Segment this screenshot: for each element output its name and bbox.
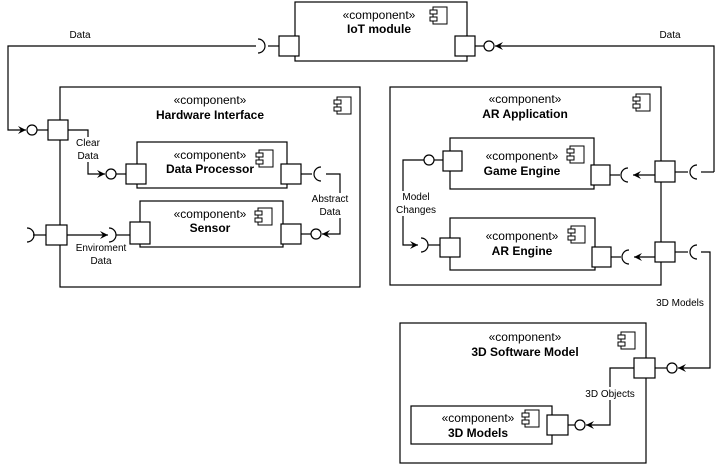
connector-label: Data [659, 30, 681, 41]
component-game-engine[interactable]: «component» Game Engine [442, 137, 655, 190]
port-bottom-left[interactable] [45, 224, 68, 246]
port-right[interactable] [591, 246, 612, 268]
stereotype-label: «component» [343, 8, 416, 22]
provided-interface-lollipop [26, 124, 38, 136]
port-left[interactable] [129, 221, 151, 245]
component-name: Data Processor [166, 162, 254, 176]
stereotype-label: «component» [486, 229, 559, 243]
stereotype-label: «component» [174, 93, 247, 107]
port-right[interactable] [454, 35, 476, 57]
component-3d-models[interactable]: «component» 3D Models [410, 405, 586, 445]
component-icon [617, 331, 636, 350]
required-interface-socket [689, 244, 698, 260]
component-icon [566, 145, 585, 164]
connector-label: Clear [76, 138, 101, 149]
port-right-top[interactable] [654, 160, 676, 183]
connector-label: Data [319, 207, 341, 218]
component-icon [429, 6, 448, 25]
component-name: AR Application [482, 107, 568, 121]
component-data-processor[interactable]: «component» Data Processor [125, 141, 302, 189]
connector-3d-objects[interactable]: 3D Objects [582, 367, 638, 429]
stereotype-label: «component» [489, 92, 562, 106]
connector-label: Data [69, 30, 91, 41]
connector-label: Data [90, 256, 112, 267]
component-icon [255, 149, 274, 168]
port-left[interactable] [439, 237, 461, 258]
component-name: IoT module [347, 22, 411, 36]
port-right[interactable] [280, 223, 302, 245]
component-sensor[interactable]: «component» Sensor [129, 200, 302, 248]
component-hardware-interface[interactable]: «component» Hardware Interface [26, 86, 361, 288]
component-icon [567, 225, 586, 244]
stereotype-label: «component» [174, 207, 247, 221]
connector-data-right[interactable]: Data [475, 30, 715, 172]
connector-label: Changes [396, 205, 436, 216]
provided-interface-lollipop [483, 40, 495, 52]
component-name: 3D Models [448, 426, 508, 440]
connector-abstract-data[interactable]: Abstract Data [301, 166, 352, 240]
connector-label: Model [402, 192, 429, 203]
connector-label: 3D Models [656, 298, 704, 309]
component-name: Hardware Interface [156, 108, 264, 122]
provided-interface-lollipop [666, 362, 678, 374]
component-iot-module[interactable]: «component» IoT module [278, 1, 476, 62]
port-right[interactable] [590, 164, 611, 186]
port-left[interactable] [125, 163, 147, 185]
connector-clear-data[interactable]: Clear Data [68, 129, 126, 180]
stereotype-label: «component» [489, 330, 562, 344]
component-icon [333, 96, 352, 115]
connector-label: Data [77, 151, 99, 162]
port-right-bottom[interactable] [654, 241, 676, 263]
component-icon [254, 207, 273, 226]
required-interface-socket [257, 38, 266, 54]
connector-data-left[interactable]: Data [7, 30, 279, 136]
connector-label: 3D Objects [585, 389, 634, 400]
port-right[interactable] [633, 357, 656, 379]
connector-label: Abstract [312, 194, 349, 205]
component-icon [632, 93, 651, 112]
connector-environment-data[interactable]: Enviroment Data [67, 227, 130, 267]
port-top-left[interactable] [47, 119, 69, 141]
port-left[interactable] [278, 35, 300, 57]
connector-model-changes[interactable]: Model Changes [393, 154, 443, 253]
component-name: Game Engine [484, 164, 561, 178]
port-right[interactable] [280, 163, 302, 185]
stereotype-label: «component» [174, 148, 247, 162]
stereotype-label: «component» [486, 149, 559, 163]
component-icon [521, 409, 540, 428]
port-right[interactable] [546, 414, 569, 436]
component-name: 3D Software Model [471, 345, 578, 359]
required-interface-socket [689, 164, 698, 180]
component-ar-engine[interactable]: «component» AR Engine [439, 217, 655, 271]
connector-label: Enviroment [76, 243, 127, 254]
required-interface-socket [26, 227, 35, 243]
component-name: Sensor [190, 221, 231, 235]
stereotype-label: «component» [442, 411, 515, 425]
port-left[interactable] [442, 150, 463, 172]
connector-3d-models[interactable]: 3D Models [652, 251, 711, 372]
component-name: AR Engine [492, 244, 553, 258]
